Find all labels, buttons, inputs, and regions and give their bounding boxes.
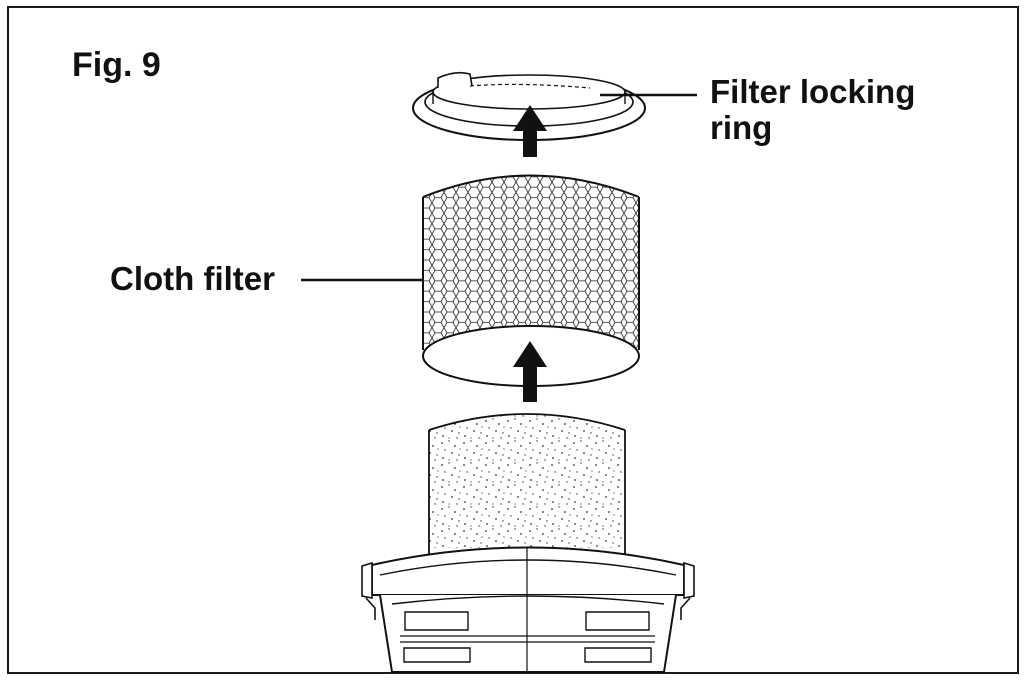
up-arrow-top-icon (513, 105, 547, 157)
cloth-filter (422, 174, 640, 387)
cloth-filter-label: Cloth filter (110, 260, 275, 297)
sponge-filter (428, 413, 626, 555)
filter-locking-ring-label: Filter locking ring (710, 74, 915, 146)
dust-cup-housing (361, 546, 695, 673)
figure-label: Fig. 9 (72, 46, 161, 84)
up-arrow-bottom-icon (513, 341, 547, 402)
filter-locking-ring-label-line2: ring (710, 109, 773, 146)
filter-locking-ring-label-line1: Filter locking (710, 73, 916, 110)
